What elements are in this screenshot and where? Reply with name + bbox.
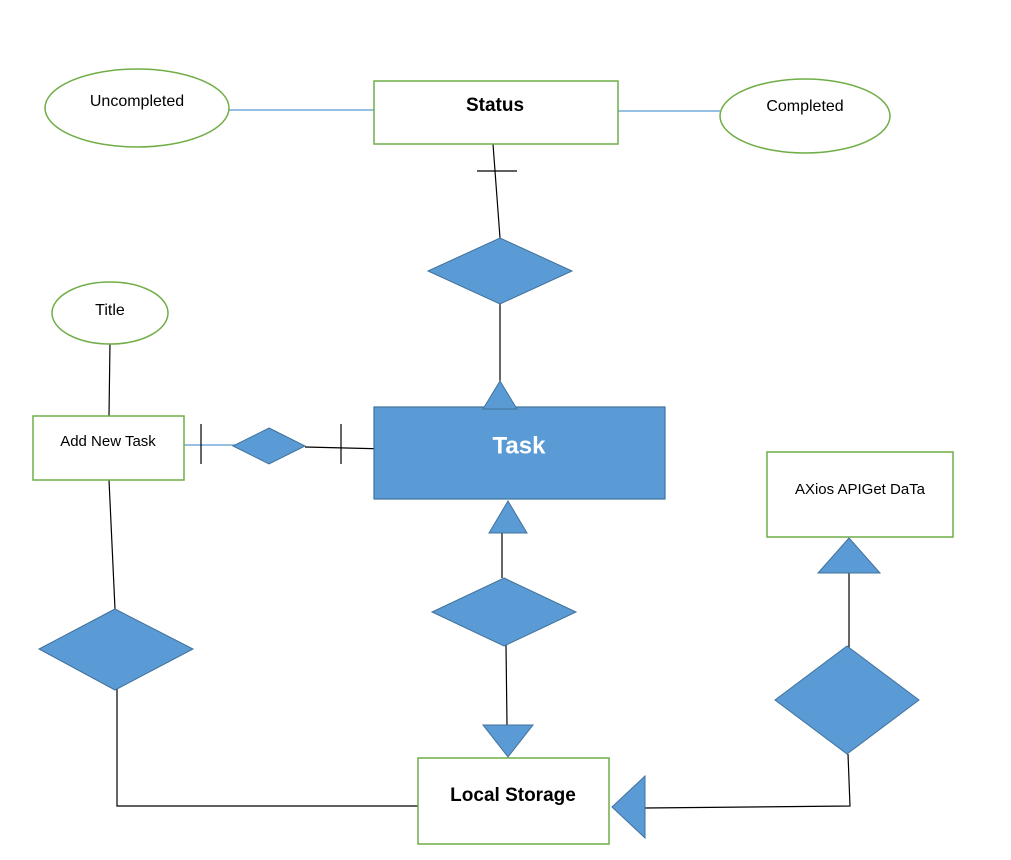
entity-task-label: Task [493, 432, 547, 459]
connector-relationship-localstorage-right [644, 753, 851, 809]
relationship-diamond-addtask-task [231, 427, 307, 465]
entity-local-storage-label: Local Storage [450, 785, 576, 806]
connector-relationship-localstorage-left [116, 688, 418, 807]
entity-add-new-task-label: Add New Task [60, 433, 156, 450]
entity-axios-label: AXios APIGet DaTa [795, 481, 926, 498]
arrow-into-task-top [482, 380, 518, 410]
arrow-into-task-bottom [488, 500, 528, 534]
connector-relationship-task-left [304, 446, 388, 450]
connector-status-relationship [492, 143, 501, 239]
entity-add-new-task: Add New Task [32, 415, 185, 481]
connector-relationship-localstorage [505, 644, 508, 726]
attribute-uncompleted-label: Uncompleted [90, 93, 184, 110]
entity-status: Status [373, 80, 619, 145]
relationship-diamond-task-localstorage [430, 577, 578, 647]
relationship-diamond-axios-localstorage [774, 645, 920, 755]
attribute-uncompleted: Uncompleted [44, 68, 230, 148]
arrow-into-localstorage-top [481, 724, 535, 758]
entity-task: Task [373, 406, 666, 500]
relationship-diamond-status-task [426, 237, 574, 305]
attribute-completed: Completed [719, 78, 891, 154]
arrow-into-axios-bottom [816, 537, 882, 574]
attribute-completed-label: Completed [766, 98, 843, 115]
attribute-title: Title [51, 281, 169, 345]
connector-addtask-relationship-down [108, 479, 116, 610]
arrow-into-localstorage-right [611, 774, 646, 840]
relationship-diamond-addtask-localstorage [37, 608, 195, 691]
entity-local-storage: Local Storage [417, 757, 610, 845]
entity-status-label: Status [466, 95, 524, 116]
connector-title-addtask [108, 341, 111, 417]
entity-axios: AXios APIGet DaTa [766, 451, 954, 538]
attribute-title-label: Title [95, 302, 125, 319]
